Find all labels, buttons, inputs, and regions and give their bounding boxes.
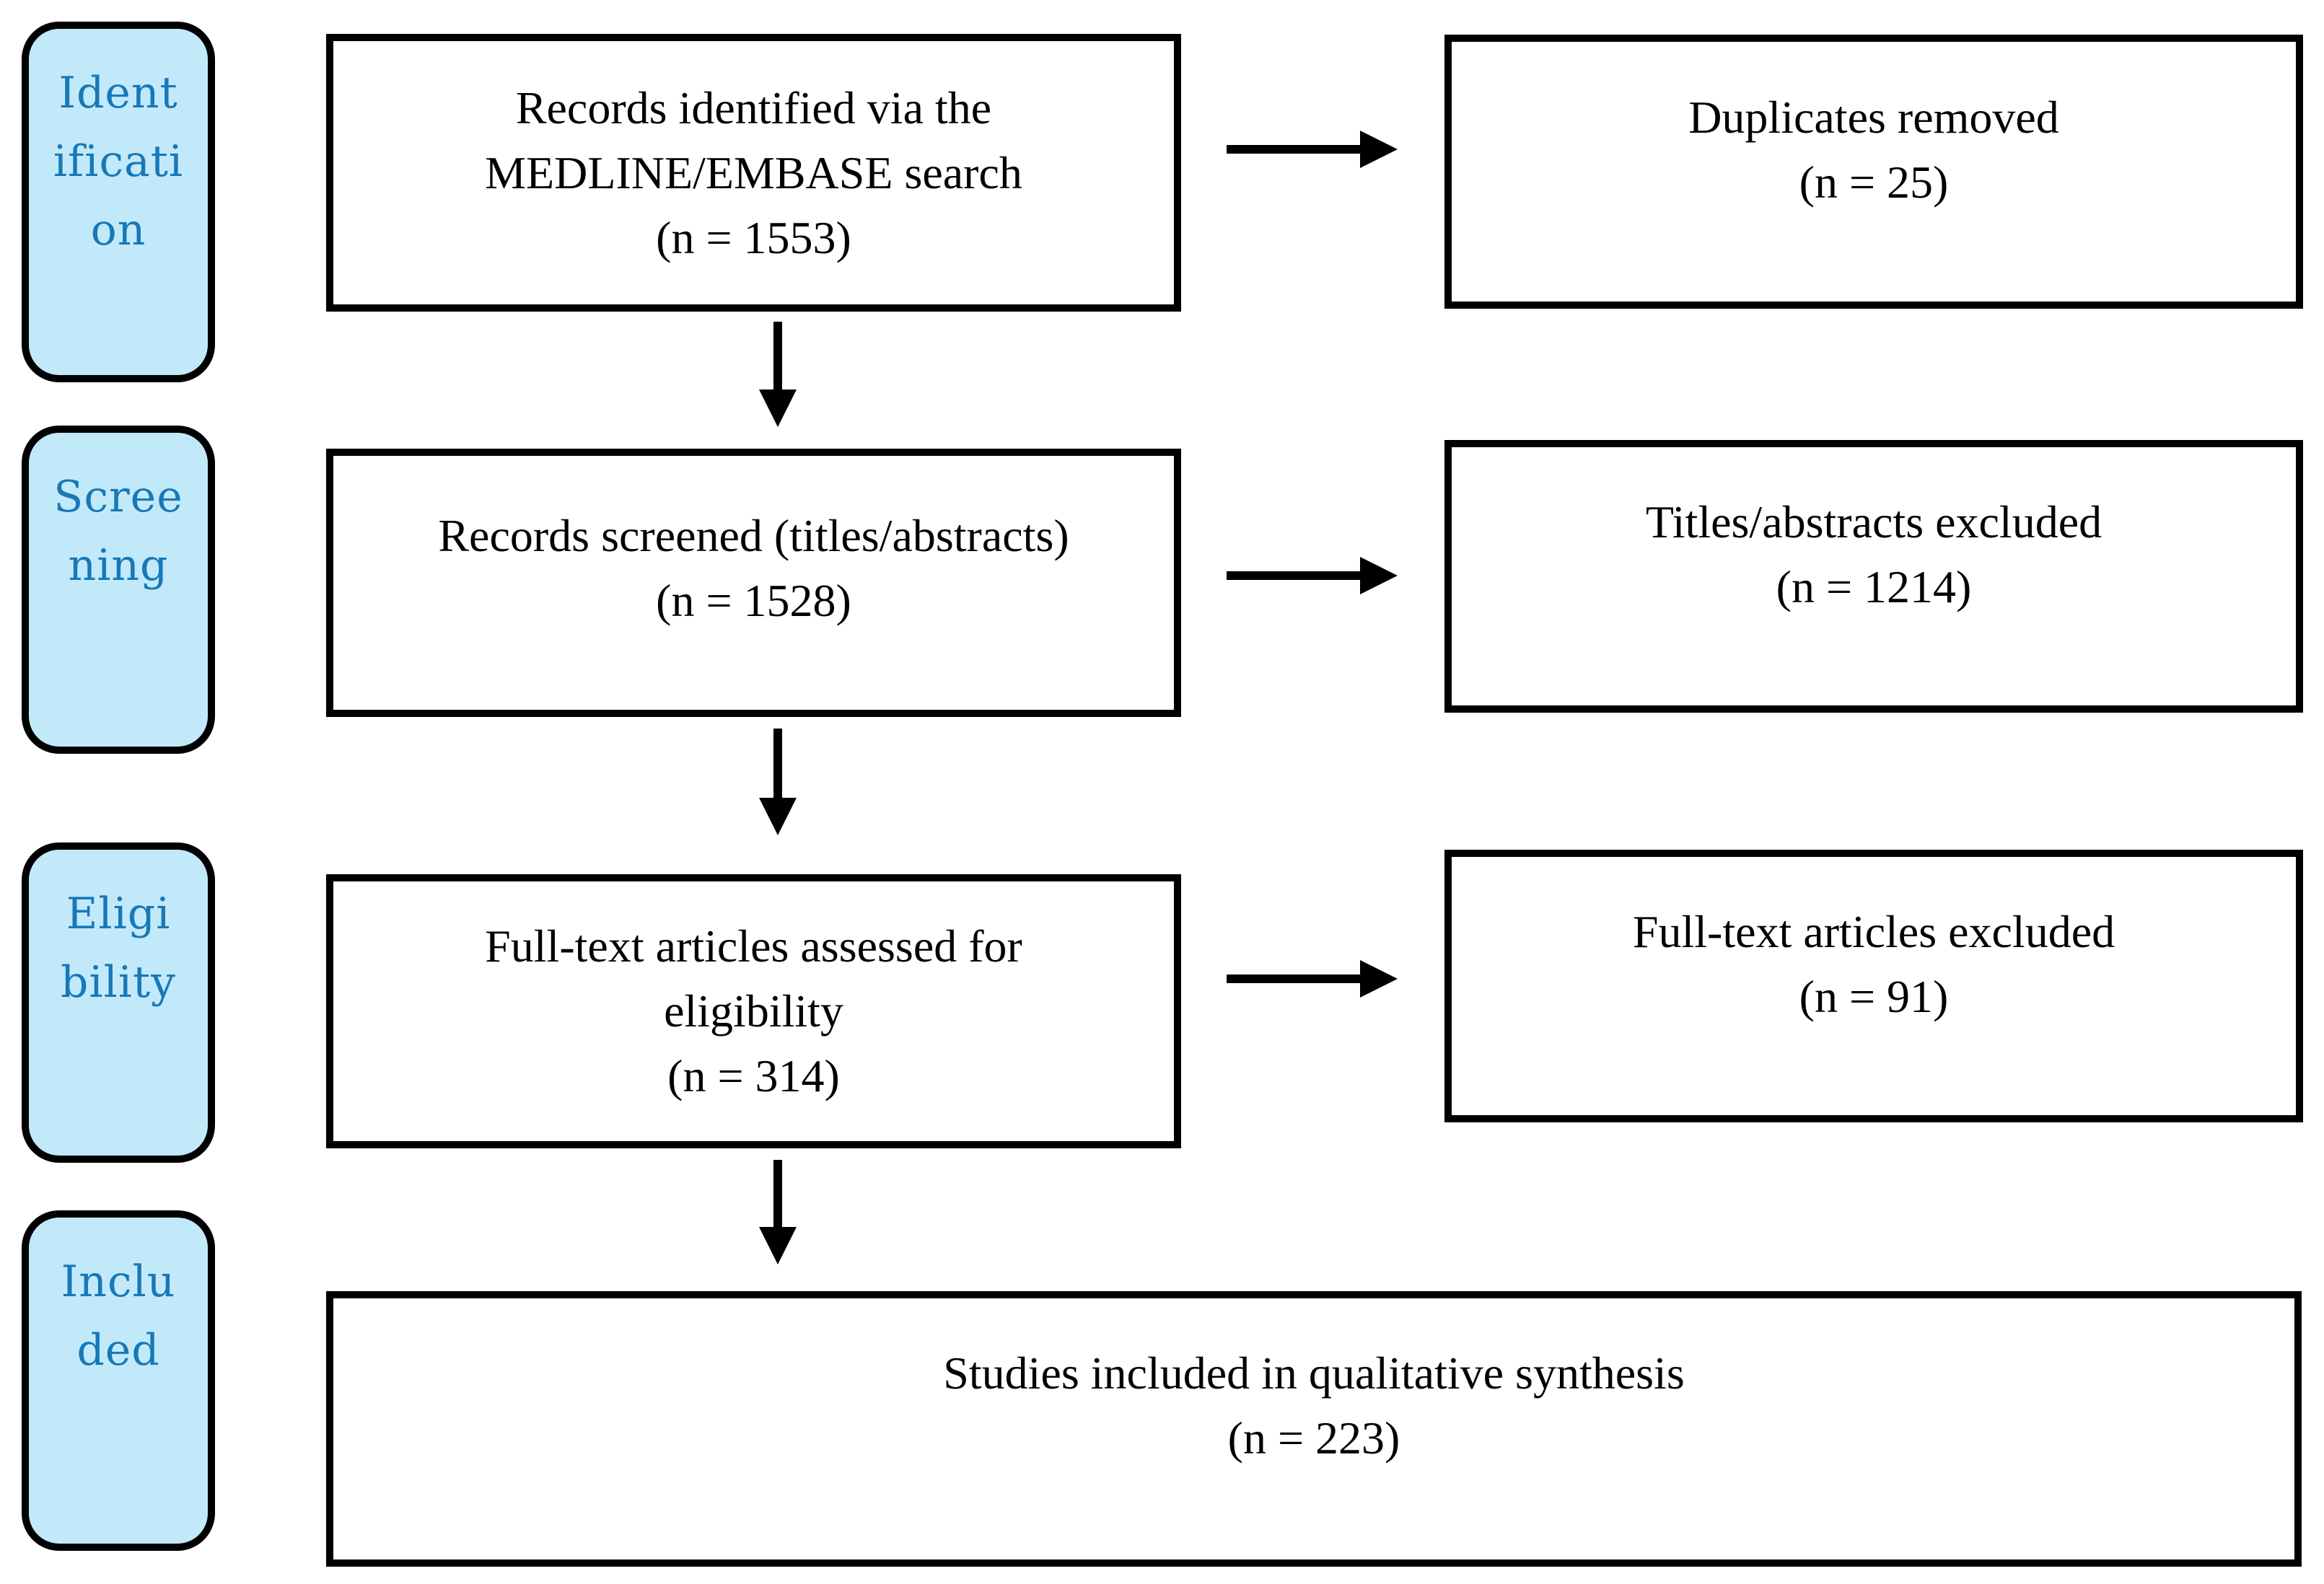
stage-label-identification: Ident ificati on <box>22 22 215 382</box>
arrow-shaft <box>1227 974 1361 983</box>
arrow-head-icon <box>759 390 797 427</box>
right-arrow-to-titles-abstracts-excluded <box>1227 557 1398 594</box>
arrow-shaft <box>773 729 782 799</box>
fulltext-excluded-count: (n = 91) <box>1799 971 1949 1022</box>
arrow-head-icon <box>759 1227 797 1264</box>
box-titles-abstracts-excluded: Titles/abstracts excluded (n = 1214) <box>1444 440 2303 713</box>
studies-included-text: Studies included in qualitative synthesi… <box>943 1347 1685 1399</box>
fulltext-excluded-text: Full-text articles excluded <box>1632 906 2115 957</box>
box-studies-included: Studies included in qualitative synthesi… <box>326 1291 2302 1567</box>
down-arrow-identified-to-screened <box>759 322 797 427</box>
fulltext-assessed-count: (n = 314) <box>667 1050 840 1101</box>
box-records-identified: Records identified via the MEDLINE/EMBAS… <box>326 34 1181 312</box>
arrow-shaft <box>1227 571 1361 580</box>
right-arrow-to-fulltext-excluded <box>1227 960 1398 998</box>
arrow-shaft <box>773 322 782 391</box>
box-fulltext-assessed: Full-text articles assessed for eligibil… <box>326 874 1181 1148</box>
records-identified-text: Records identified via the MEDLINE/EMBAS… <box>485 82 1022 198</box>
records-identified-count: (n = 1553) <box>656 211 851 263</box>
duplicates-removed-text: Duplicates removed <box>1688 92 2059 143</box>
titles-abstracts-excluded-count: (n = 1214) <box>1776 561 1972 612</box>
stage-label-eligibility: Eligi bility <box>22 842 215 1163</box>
arrow-shaft <box>1227 145 1361 154</box>
arrow-head-icon <box>1360 960 1398 998</box>
stage-label-screening: Scree ning <box>22 426 215 754</box>
box-fulltext-excluded: Full-text articles excluded (n = 91) <box>1444 850 2303 1122</box>
studies-included-count: (n = 223) <box>1227 1412 1400 1464</box>
fulltext-assessed-text: Full-text articles assessed for eligibil… <box>485 920 1022 1037</box>
duplicates-removed-count: (n = 25) <box>1799 157 1949 208</box>
stage-label-included: Inclu ded <box>22 1210 215 1551</box>
arrow-head-icon <box>759 798 797 835</box>
records-screened-count: (n = 1528) <box>656 575 851 626</box>
arrow-shaft <box>773 1160 782 1228</box>
titles-abstracts-excluded-text: Titles/abstracts excluded <box>1645 496 2102 547</box>
records-screened-text: Records screened (titles/abstracts) <box>438 510 1069 561</box>
arrow-head-icon <box>1360 131 1398 168</box>
down-arrow-screened-to-assessed <box>759 729 797 835</box>
right-arrow-to-duplicates-removed <box>1227 131 1398 168</box>
box-duplicates-removed: Duplicates removed (n = 25) <box>1444 35 2303 309</box>
down-arrow-assessed-to-included <box>759 1160 797 1264</box>
arrow-head-icon <box>1360 557 1398 594</box>
box-records-screened: Records screened (titles/abstracts) (n =… <box>326 449 1181 717</box>
